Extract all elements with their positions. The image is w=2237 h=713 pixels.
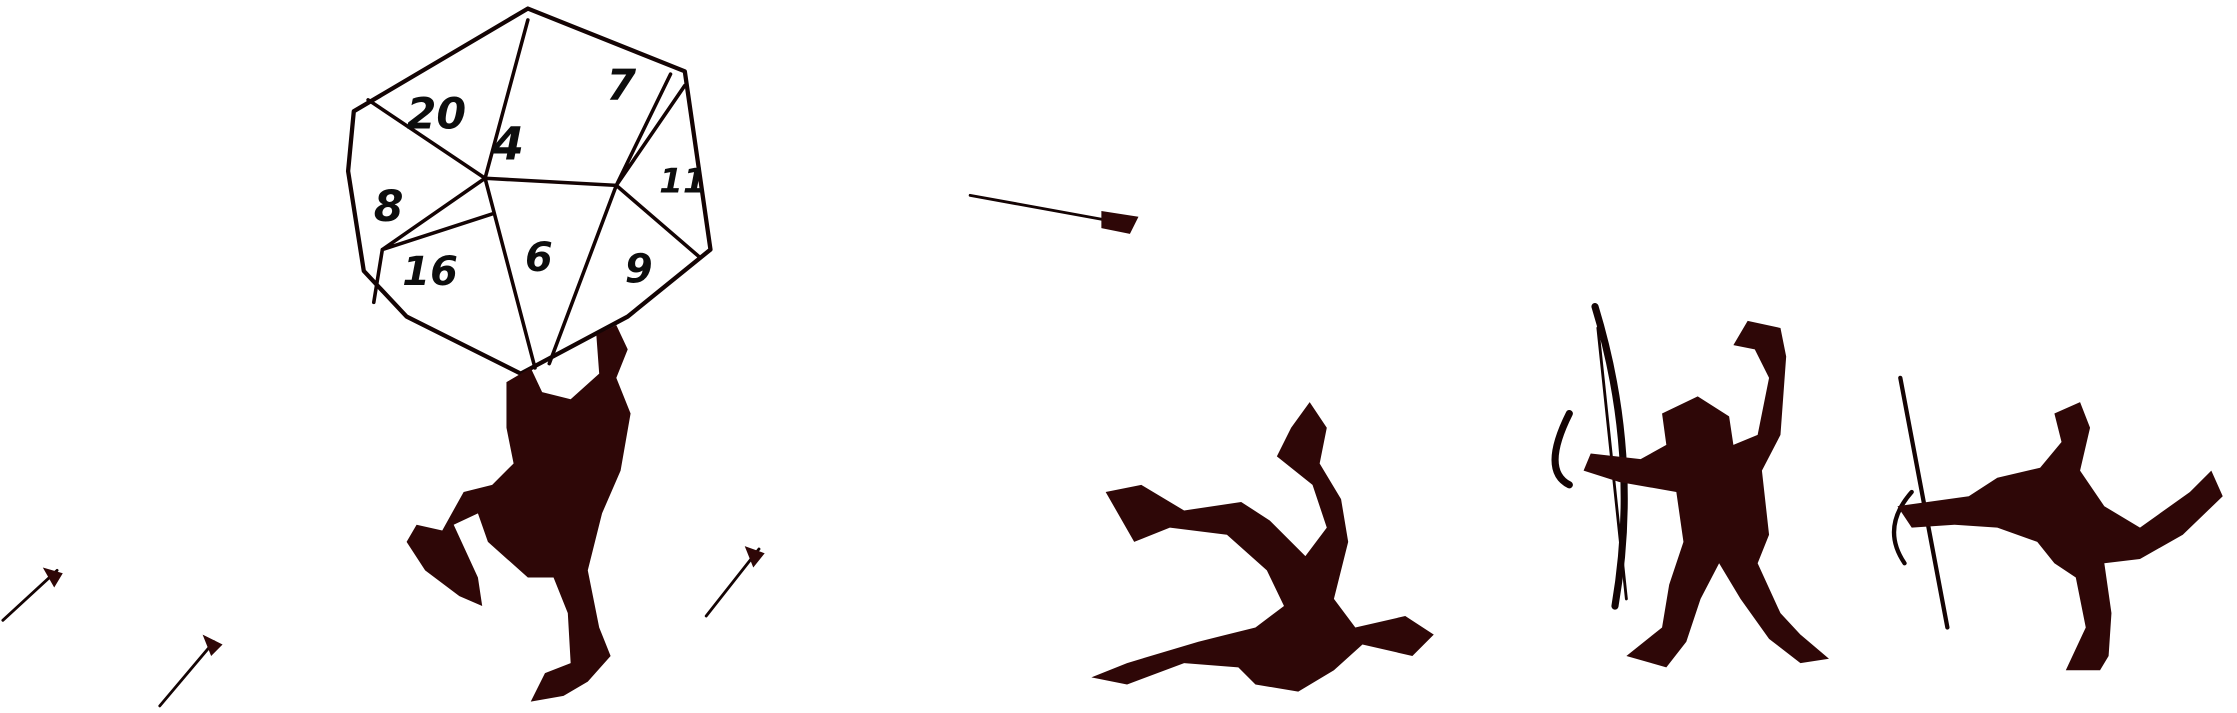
dice-face-number: 8 <box>374 182 404 232</box>
goblin-lifting-dice <box>406 325 631 702</box>
arrows <box>1 193 1139 708</box>
dice-face-number: 9 <box>625 246 653 292</box>
goblin-archer-running <box>1891 375 2223 671</box>
dice-face-number: 16 <box>402 249 458 295</box>
dice-face-number: 4 <box>491 118 524 171</box>
dice-face-number: 7 <box>606 61 636 111</box>
dice-face-number: 6 <box>525 235 553 281</box>
dice-face-number: 11 <box>659 162 707 202</box>
goblin-falling <box>1091 402 1434 692</box>
dice-face-number: 20 <box>407 89 467 139</box>
goblin-archer-drawing-bow <box>1551 303 1829 668</box>
d20-dice: 20 4 7 8 11 6 16 9 <box>345 6 713 376</box>
